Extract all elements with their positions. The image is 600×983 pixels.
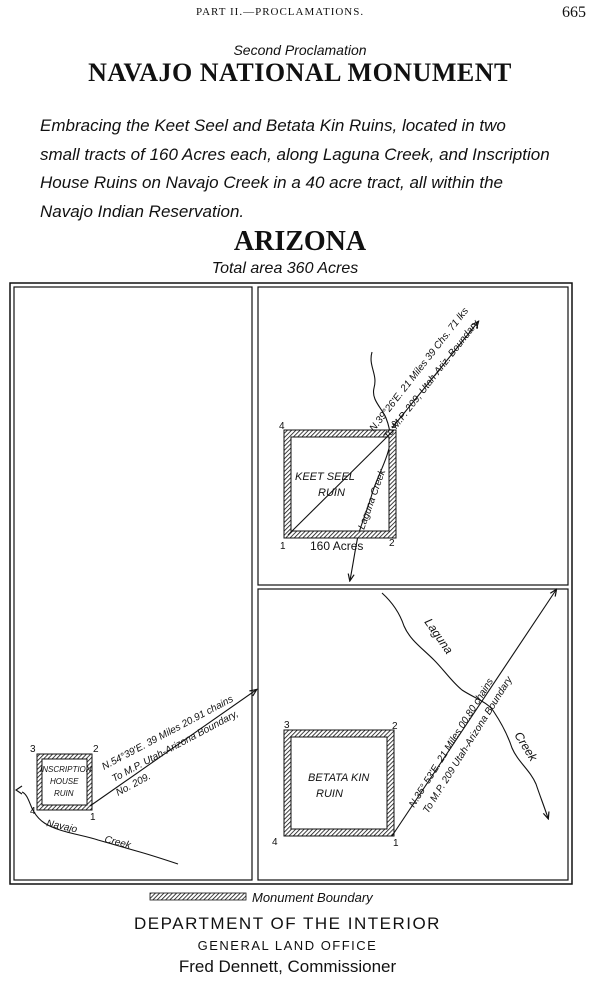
description-line: Navajo Indian Reservation. bbox=[40, 201, 245, 221]
keet-seel-bearing-text-2: To M.P. 209, Utah-Ariz. Boundary bbox=[382, 318, 482, 442]
inscription-house-bearing-line bbox=[89, 690, 256, 807]
betata-kin-bearing-line bbox=[391, 590, 556, 837]
keet-seel-area: 160 Acres bbox=[310, 539, 363, 553]
inscription-house-label: INSCRIPTION bbox=[40, 765, 92, 774]
inscription-house-corner-4: 4 bbox=[30, 806, 36, 817]
panel-keet-seel bbox=[257, 286, 569, 586]
state-name: ARIZONA bbox=[233, 226, 367, 257]
monument-title: NAVAJO NATIONAL MONUMENT bbox=[88, 58, 512, 87]
inscription-house-group: INSCRIPTION HOUSE RUIN 1 2 3 4 N.54°39'E… bbox=[15, 690, 256, 865]
inscription-house-boundary bbox=[36, 753, 93, 811]
betata-kin-creek-label-2: Creek bbox=[511, 729, 540, 764]
inscription-house-corner-1: 1 bbox=[90, 812, 96, 823]
keet-seel-label-2: RUIN bbox=[318, 487, 345, 499]
keet-seel-boundary bbox=[283, 429, 397, 539]
betata-kin-bearing-text: N.35° 53'E. 21 Miles 00.80 chains bbox=[407, 677, 496, 810]
legend-boundary-swatch bbox=[149, 892, 247, 901]
laguna-creek-line bbox=[381, 592, 548, 818]
betata-kin-corner-2: 2 bbox=[392, 721, 398, 732]
betata-kin-bearing-text-2: To M.P. 209 Utah-Arizona Boundary bbox=[421, 674, 515, 816]
keet-seel-bearing-line bbox=[391, 322, 478, 429]
commissioner-signature: Fred Dennett, Commissioner bbox=[178, 957, 397, 976]
keet-seel-corner-2: 2 bbox=[389, 538, 395, 549]
betata-kin-corner-4: 4 bbox=[272, 837, 278, 848]
office-name: GENERAL LAND OFFICE bbox=[197, 938, 378, 953]
keet-seel-corner-4: 4 bbox=[279, 421, 285, 432]
keet-seel-label: KEET SEEL bbox=[295, 471, 355, 483]
navajo-creek-line bbox=[21, 791, 179, 865]
panel-inscription-house bbox=[13, 286, 253, 881]
legend: Monument Boundary bbox=[149, 890, 374, 905]
inscription-house-label-2: HOUSE bbox=[50, 777, 79, 786]
keet-seel-group: KEET SEEL RUIN 160 Acres 1 2 3 4 N.39°26… bbox=[279, 306, 482, 580]
description-line: small tracts of 160 Acres each, along La… bbox=[40, 144, 550, 164]
navajo-creek-arrow bbox=[15, 785, 23, 795]
betata-kin-label: BETATA KIN bbox=[308, 772, 369, 784]
running-header: PART II.—PROCLAMATIONS. bbox=[196, 6, 365, 18]
navajo-creek-label-2: Creek bbox=[103, 834, 133, 851]
keet-seel-corner-1: 1 bbox=[280, 541, 286, 552]
inscription-house-label-3: RUIN bbox=[54, 789, 74, 798]
betata-kin-label-2: RUIN bbox=[316, 788, 343, 800]
inscription-house-corner-2: 2 bbox=[93, 744, 99, 755]
department-name: DEPARTMENT OF THE INTERIOR bbox=[134, 914, 441, 933]
description: Embracing the Keet Seel and Betata Kin R… bbox=[40, 112, 580, 226]
keet-seel-bearing-text: N.39°26'E. 21 Miles 39 Chs. 71 lks bbox=[368, 306, 471, 434]
panel-betata-kin bbox=[257, 588, 569, 881]
betata-kin-corner-3: 3 bbox=[284, 720, 290, 731]
map-frame bbox=[9, 282, 573, 885]
keet-seel-diagonal bbox=[287, 429, 395, 536]
proclamation-subtitle: Second Proclamation bbox=[233, 42, 367, 58]
inscription-house-corner-3: 3 bbox=[30, 744, 36, 755]
total-area: Total area 360 Acres bbox=[211, 260, 359, 277]
legend-boundary-label: Monument Boundary bbox=[252, 890, 374, 905]
betata-kin-corner-1: 1 bbox=[393, 838, 399, 849]
description-line: Embracing the Keet Seel and Betata Kin R… bbox=[40, 116, 506, 135]
betata-kin-boundary bbox=[283, 729, 395, 837]
inscription-house-bearing-text: N.54°39'E. 39 Miles 20.91 chains bbox=[100, 694, 235, 773]
page-number: 665 bbox=[562, 4, 586, 21]
betata-kin-group: BETATA KIN RUIN 1 2 3 4 N.35° 53'E. 21 M… bbox=[272, 590, 556, 849]
navajo-creek-label: Navajo bbox=[45, 818, 78, 835]
betata-kin-creek-label: Laguna bbox=[422, 616, 457, 657]
keet-seel-corner-3: 3 bbox=[391, 420, 397, 431]
description-line: House Ruins on Navajo Creek in a 40 acre… bbox=[40, 173, 504, 192]
keet-seel-creek-label: Laguna Creek bbox=[356, 467, 388, 531]
